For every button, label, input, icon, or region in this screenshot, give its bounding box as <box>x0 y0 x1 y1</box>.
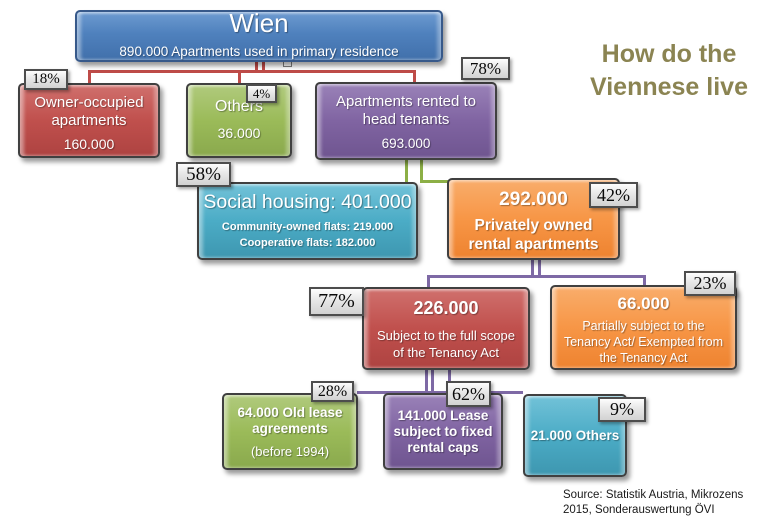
connector-rented-stem-right <box>420 159 423 183</box>
badge-owner-occupied: 18% <box>24 69 68 90</box>
source-note-line2: 2015, Sonderauswertung ÖVI <box>563 504 715 516</box>
connector-rented-stem-left <box>405 159 408 183</box>
connector-drop-partial <box>643 275 646 287</box>
connector-drop-others <box>238 70 241 84</box>
slide-heading: How do the Viennese live <box>573 38 765 104</box>
badge-rented-head-tenants: 78% <box>461 57 510 80</box>
node-social-housing-sub1: Community-owned flats: 219.000 <box>221 221 394 233</box>
node-social-housing: Social housing: 401.000 Community-owned … <box>197 182 418 260</box>
slide-heading-line1: How do the <box>601 40 737 68</box>
connector-private-horizontal <box>427 275 646 278</box>
node-others-bottom-label: 21.000 Others <box>530 428 620 443</box>
source-note-line1: Source: Statistik Austria, Mikrozens <box>563 489 744 501</box>
connector-drop-rented <box>413 70 416 83</box>
connector-private-stem-left <box>531 259 534 277</box>
badge-others: 4% <box>246 84 277 103</box>
node-fixed-caps-label: 141.000 Lease subject to fixed rental ca… <box>393 408 493 455</box>
node-partially-subject-value: 66.000 <box>617 294 670 313</box>
badge-others-bottom: 9% <box>598 397 646 422</box>
connector-drop-fullscope <box>427 275 430 289</box>
badge-social-housing: 58% <box>176 162 231 187</box>
node-owner-occupied: Owner-occupied apartments 160.000 <box>18 83 160 158</box>
connector-fullscope-horizontal <box>357 391 523 394</box>
node-rented-head-tenants-value: 693.000 <box>381 136 431 151</box>
node-partially-subject: 66.000 Partially subject to the Tenancy … <box>550 285 737 370</box>
node-full-scope: 226.000 Subject to the full scope of the… <box>362 287 530 370</box>
connector-fullscope-stem-right <box>431 369 434 392</box>
node-old-lease-sub: (before 1994) <box>250 444 330 459</box>
node-privately-owned-label: Privately owned rental apartments <box>468 217 599 253</box>
node-wien: Wien 890.000 Apartments used in primary … <box>75 8 443 62</box>
node-wien-subtitle: 890.000 Apartments used in primary resid… <box>119 44 399 59</box>
node-others-value: 36.000 <box>217 125 261 141</box>
connector-private-stem-right <box>538 259 541 277</box>
node-wien-title: Wien <box>229 8 289 38</box>
connector-drop-owner <box>88 70 91 84</box>
node-old-lease: 64.000 Old lease agreements (before 1994… <box>222 393 358 470</box>
connector-wien-stem-right <box>262 61 265 72</box>
node-owner-occupied-label: Owner-occupied apartments <box>34 94 144 129</box>
node-old-lease-label: 64.000 Old lease agreements <box>237 405 343 436</box>
node-social-housing-title: Social housing: 401.000 <box>203 191 412 213</box>
badge-privately-owned: 42% <box>589 182 638 208</box>
badge-partially-subject: 23% <box>684 271 736 296</box>
node-partially-subject-label: Partially subject to the Tenancy Act/ Ex… <box>563 319 724 365</box>
node-social-housing-sub2: Cooperative flats: 182.000 <box>239 237 376 249</box>
source-note: Source: Statistik Austria, Mikrozens 201… <box>563 488 763 518</box>
connector-rented-horizontal <box>420 180 448 183</box>
badge-old-lease: 28% <box>311 381 354 402</box>
node-owner-occupied-value: 160.000 <box>63 136 115 152</box>
node-rented-head-tenants: Apartments rented to head tenants 693.00… <box>315 82 497 160</box>
slide-heading-line2: Viennese live <box>590 73 748 101</box>
node-privately-owned-value: 292.000 <box>499 189 568 210</box>
node-rented-head-tenants-label: Apartments rented to head tenants <box>335 93 477 128</box>
connector-wien-stem-left <box>255 61 258 72</box>
badge-fixed-caps: 62% <box>446 381 491 407</box>
connector-wien-horizontal <box>88 70 416 73</box>
node-full-scope-label: Subject to the full scope of the Tenancy… <box>376 328 516 360</box>
node-full-scope-value: 226.000 <box>413 298 479 318</box>
badge-full-scope: 77% <box>309 287 364 316</box>
connector-fullscope-stem-left <box>425 369 428 392</box>
